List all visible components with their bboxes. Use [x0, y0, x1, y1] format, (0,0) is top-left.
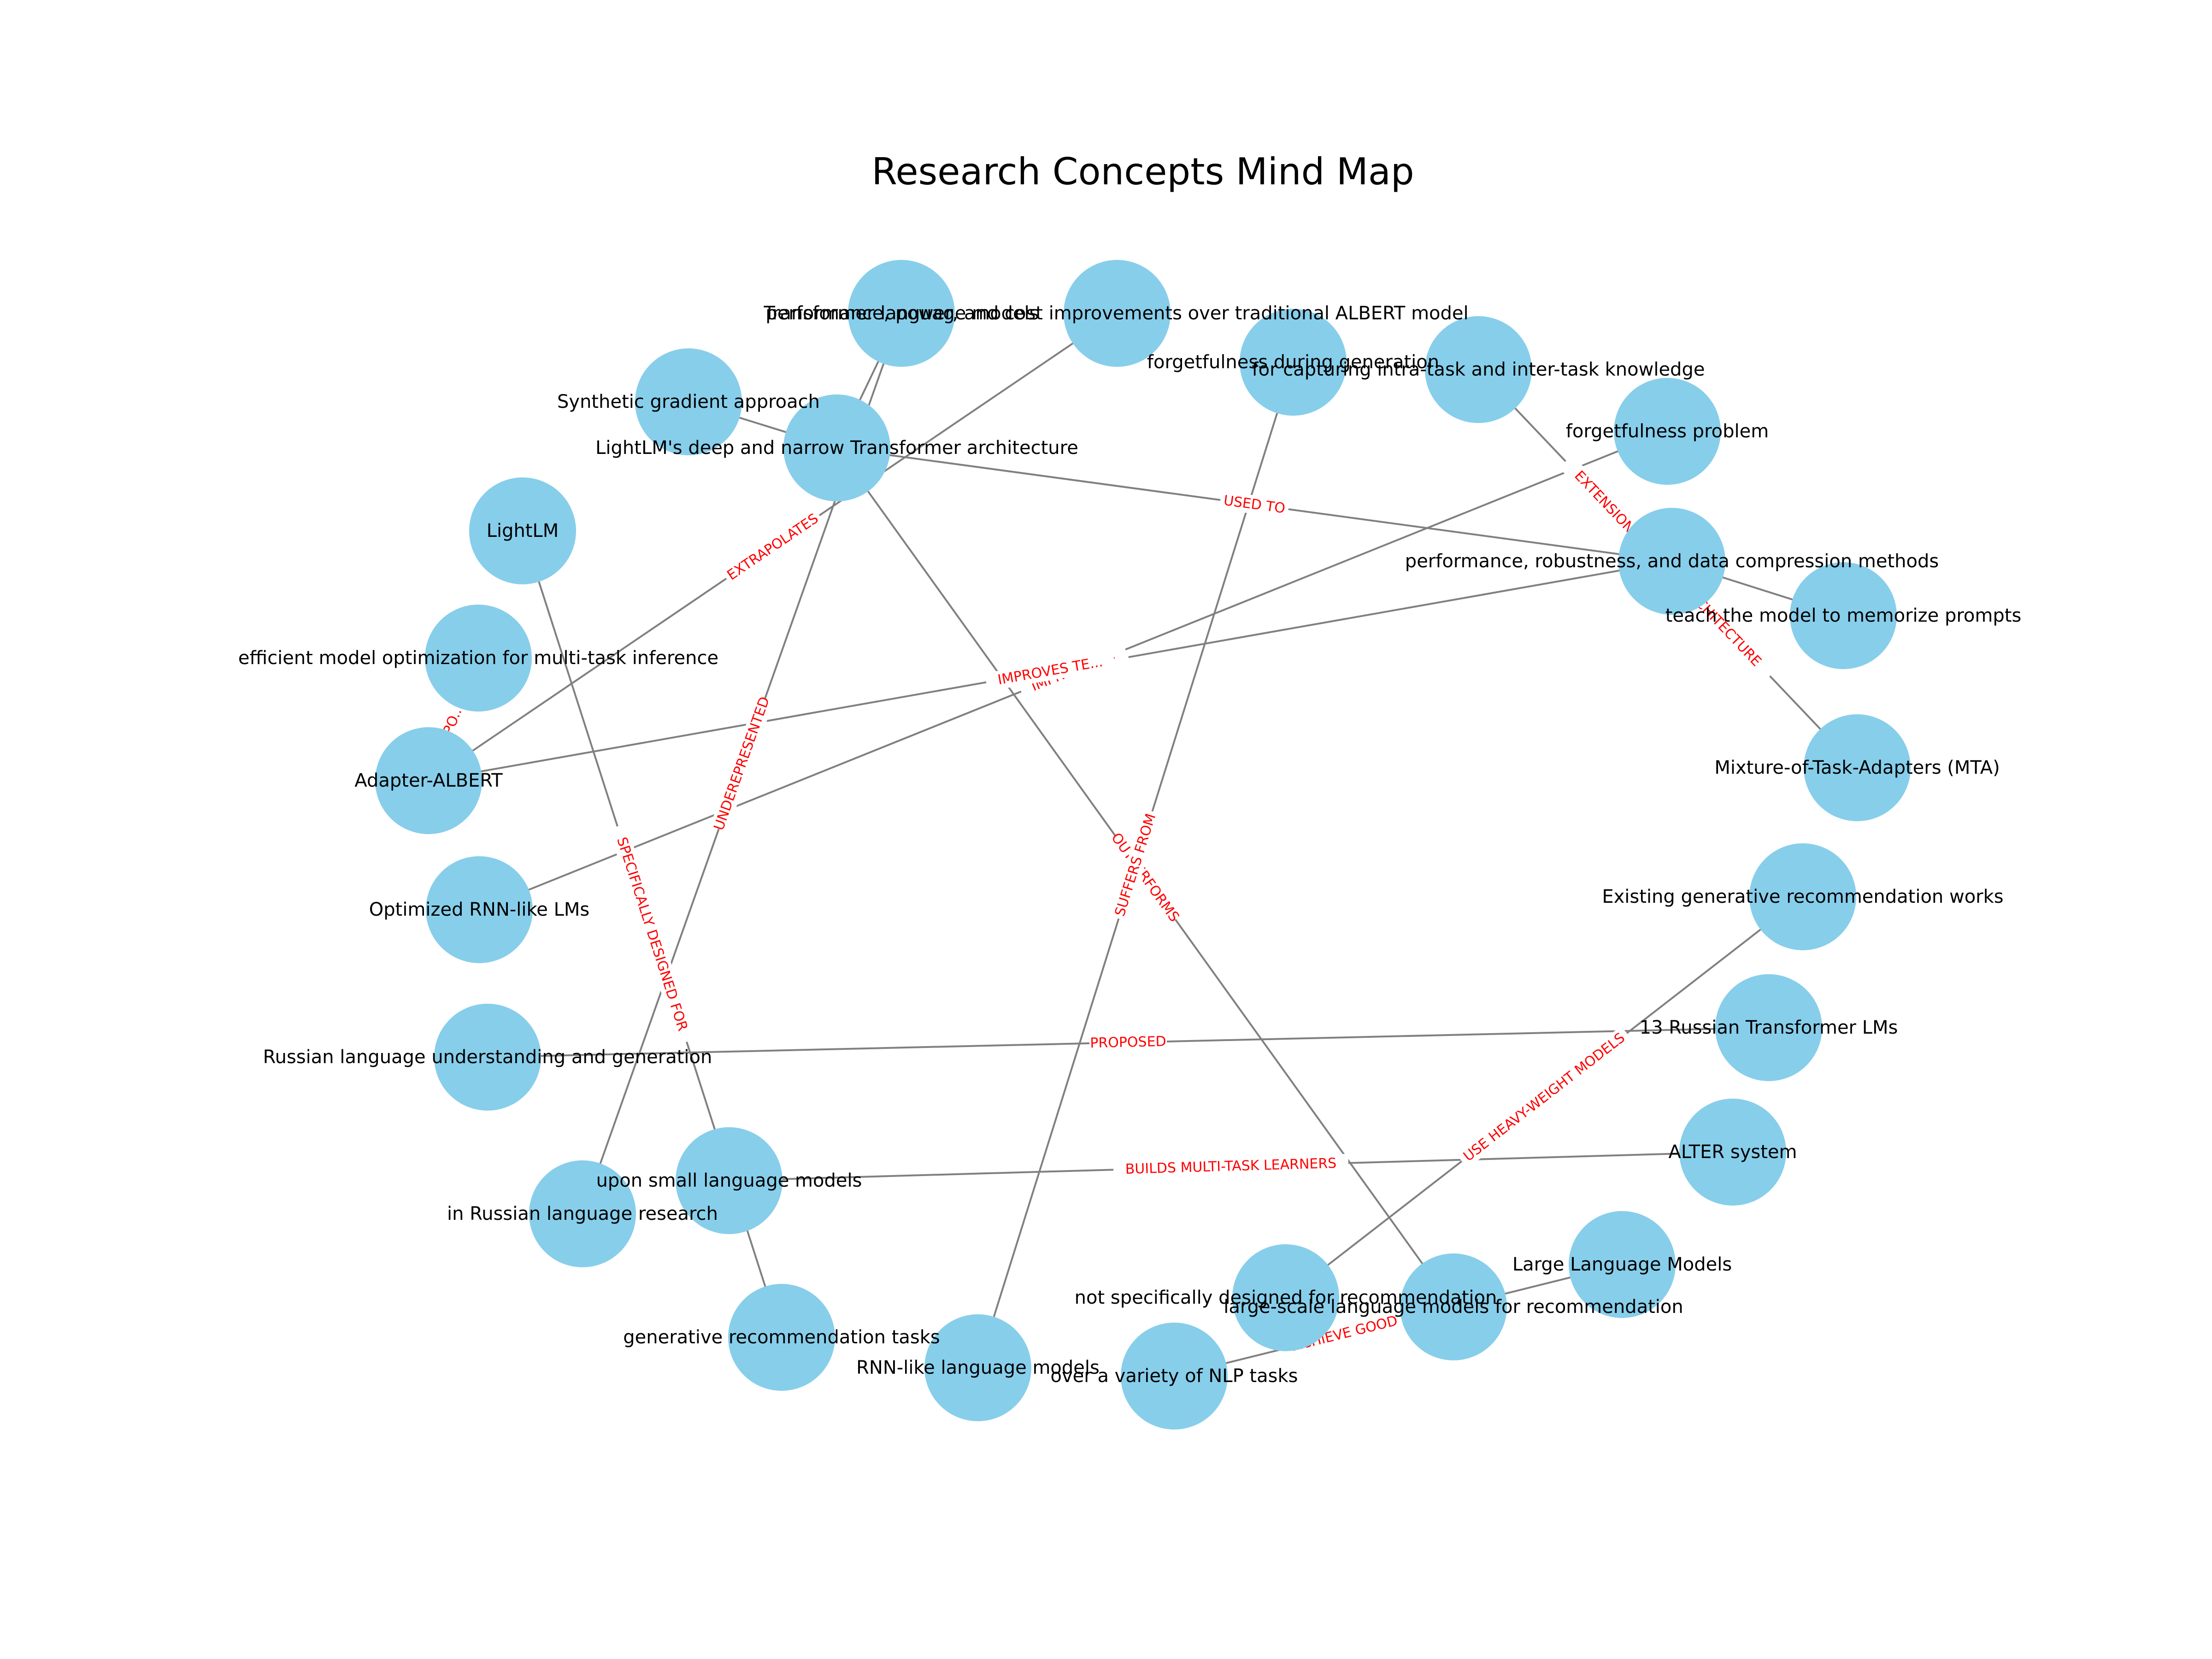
node-adapter	[375, 727, 482, 834]
node-label-nlp: over a variety of NLP tasks	[1051, 1365, 1298, 1387]
node-alter	[1679, 1099, 1786, 1206]
node-rlr	[529, 1160, 636, 1267]
node-label-rnn: RNN-like language models	[856, 1357, 1100, 1378]
node-label-llm: Large Language Models	[1512, 1254, 1732, 1275]
edge-label-background	[1107, 830, 1183, 925]
node-label-r13: 13 Russian Transformer LMs	[1640, 1017, 1898, 1038]
node-sga	[635, 348, 742, 455]
node-fdg	[1240, 309, 1347, 416]
edge-label-group: BUILDS MULTI-TASK LEARNERS	[1113, 1153, 1349, 1179]
node-lightlm	[469, 477, 576, 584]
node-rlug	[434, 1004, 541, 1111]
node-label-egrw: Existing generative recommendation works	[1602, 886, 2003, 907]
node-label-prc: performance, robustness, and data compre…	[1405, 551, 1939, 572]
edge-label-background	[1219, 491, 1290, 518]
node-rnnopt	[426, 856, 533, 963]
node-llmarch	[783, 394, 890, 501]
diagram-title: Research Concepts Mind Map	[871, 150, 1414, 193]
edge-label-group: USE HEAVY-WEIGHT MODELS	[1456, 1026, 1633, 1169]
edge-label-group: PROPOSED	[1089, 1032, 1167, 1053]
nodes-layer	[375, 260, 1911, 1430]
node-lslm	[1400, 1253, 1507, 1360]
node-tlm	[848, 260, 955, 367]
edge-label: UNDEREPRESENTED	[711, 694, 773, 832]
node-labels-layer: Transformer language modelsperformance, …	[238, 303, 2021, 1387]
node-prc	[1618, 508, 1725, 615]
edge-label: USE HEAVY-WEIGHT MODELS	[1460, 1030, 1628, 1165]
node-forget	[1614, 378, 1721, 485]
edge-label-background	[710, 695, 774, 832]
node-label-teach: teach the model to memorize prompts	[1665, 605, 2022, 626]
node-rnn	[924, 1314, 1031, 1421]
node-perf	[1064, 260, 1171, 367]
node-cap	[1425, 316, 1532, 423]
node-label-adapter: Adapter-ALBERT	[354, 770, 503, 791]
edge-label-background	[1089, 1032, 1167, 1053]
node-eff	[425, 605, 532, 712]
node-nlp	[1121, 1323, 1228, 1430]
edge-label-background	[721, 507, 825, 587]
node-label-alter: ALTER system	[1669, 1141, 1797, 1163]
edge-label: PROPOSED	[1090, 1034, 1166, 1052]
node-label-sga: Synthetic gradient approach	[557, 391, 820, 412]
node-label-cap: for capturing intra-task and inter-task …	[1252, 359, 1705, 380]
node-label-llmarch: LightLM's deep and narrow Transformer ar…	[595, 437, 1078, 459]
node-r13	[1715, 974, 1822, 1081]
edge-label: BUILDS MULTI-TASK LEARNERS	[1125, 1155, 1336, 1177]
edge-label: EXTRAPOLATES	[724, 511, 822, 584]
node-label-lightlm: LightLM	[487, 520, 559, 541]
node-label-mta: Mixture-of-Task-Adapters (MTA)	[1714, 757, 2000, 778]
node-label-perf: performance, power, and cost improvement…	[765, 303, 1468, 324]
edge-label-group: USED TO	[1219, 491, 1290, 518]
edge-label-background	[1456, 1026, 1633, 1169]
node-teach	[1790, 562, 1897, 669]
node-label-eff: efficient model optimization for multi-t…	[238, 647, 718, 669]
edge-label-background	[1110, 808, 1161, 922]
node-mta	[1804, 714, 1911, 821]
edge-label-background	[984, 650, 1116, 692]
node-nsd	[1232, 1244, 1339, 1351]
edge-label-background	[1113, 1153, 1349, 1179]
edge-label-group: UNDEREPRESENTED	[710, 694, 774, 833]
node-usm	[676, 1127, 782, 1234]
edge-label: SPECIFICALLY DESIGNED FOR	[613, 835, 691, 1033]
node-llm	[1569, 1211, 1676, 1318]
node-label-nsd: not specifically designed for recommenda…	[1075, 1287, 1497, 1308]
node-label-rlr: in Russian language research	[447, 1203, 718, 1224]
node-label-forget: forgetfulness problem	[1566, 421, 1769, 442]
node-label-rnnopt: Optimized RNN-like LMs	[369, 899, 589, 920]
node-egrw	[1749, 843, 1856, 950]
node-label-rlug: Russian language understanding and gener…	[263, 1047, 712, 1068]
edge-label-background	[608, 824, 696, 1045]
node-label-lslm: large-scale language models for recommen…	[1224, 1296, 1683, 1318]
node-label-fdg: forgetfulness during generation	[1147, 352, 1439, 373]
node-grt	[728, 1284, 835, 1391]
node-label-grt: generative recommendation tasks	[623, 1327, 940, 1348]
node-label-usm: upon small language models	[596, 1170, 862, 1191]
node-label-tlm: Transformer language models	[763, 303, 1039, 324]
